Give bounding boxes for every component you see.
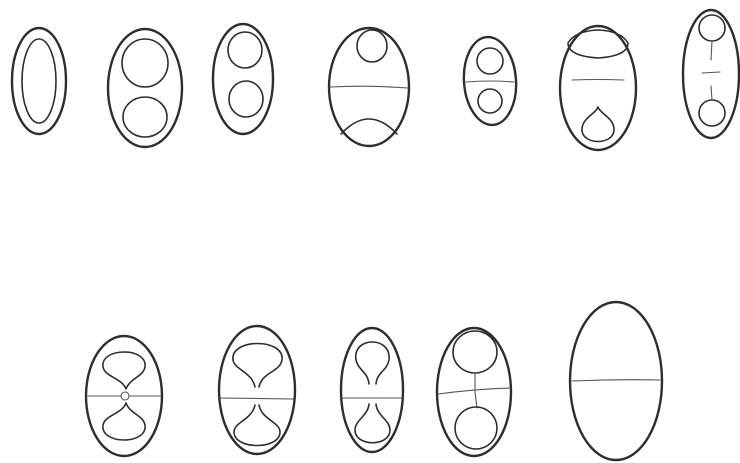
plate-background bbox=[0, 0, 740, 463]
cell-division-plate bbox=[0, 0, 740, 463]
